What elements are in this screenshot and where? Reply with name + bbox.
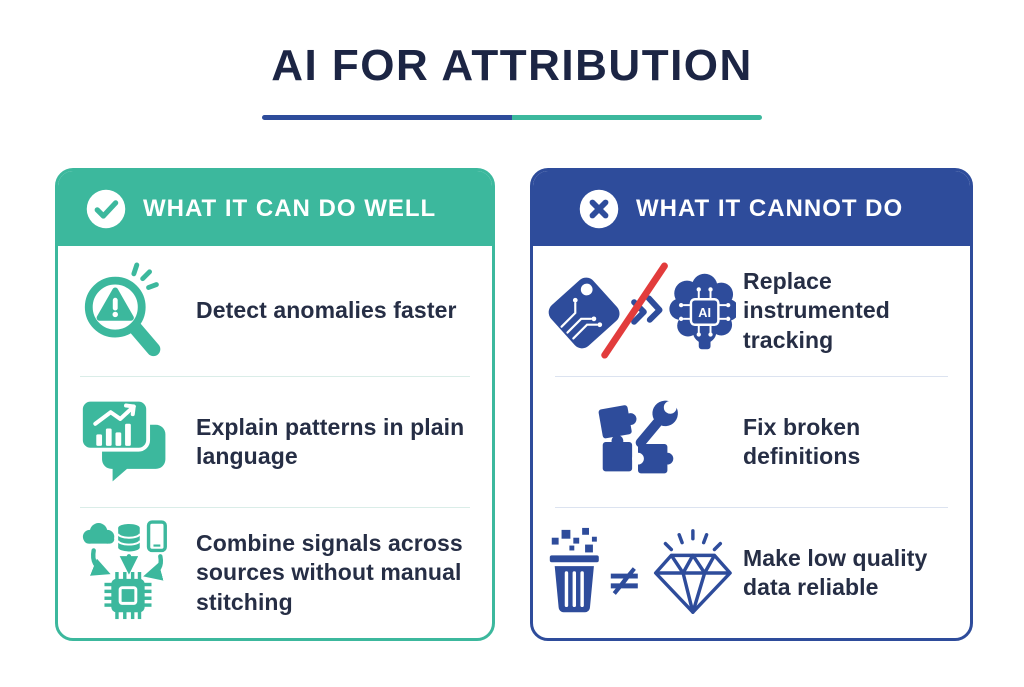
limitation-row-replace-tracking: AI Replace instrumented tracking	[533, 246, 970, 376]
limitation-row-fix-definitions: Fix broken definitions	[533, 377, 970, 507]
limitation-text: Fix broken definitions	[743, 413, 861, 469]
row-divider	[80, 507, 470, 508]
can-do-panel: WHAT IT CAN DO WELL	[55, 168, 495, 641]
capability-text: Explain patterns in plain language	[196, 413, 465, 469]
cannot-do-panel-title: WHAT IT CANNOT DO	[636, 194, 904, 222]
puzzle-wrench-icon	[533, 393, 743, 491]
trash-not-equal-diamond-icon: ≠	[533, 524, 743, 622]
row-divider	[555, 507, 948, 508]
capability-row-detect-anomalies: Detect anomalies faster	[58, 246, 492, 376]
limitation-text: Make low quality data reliable	[743, 544, 928, 600]
ai-chip-label: AI	[698, 305, 711, 320]
limitation-row-low-quality-data: ≠	[533, 508, 970, 638]
check-circle-icon	[85, 188, 127, 230]
title-underline	[262, 115, 762, 120]
chat-chart-icon	[58, 394, 196, 490]
cannot-do-panel: WHAT IT CANNOT DO	[530, 168, 973, 641]
underline-teal-segment	[512, 115, 762, 120]
anomaly-magnifier-icon	[58, 260, 196, 363]
cannot-do-panel-header: WHAT IT CANNOT DO	[533, 171, 970, 246]
page-title: AI FOR ATTRIBUTION	[271, 41, 753, 90]
circuit-tag-slash-ai-brain-icon: AI	[533, 262, 743, 360]
row-divider	[555, 376, 948, 377]
can-do-panel-body: Detect anomalies faster	[58, 246, 492, 638]
row-divider	[80, 376, 470, 377]
multi-source-chip-icon	[58, 520, 196, 626]
not-equal-symbol: ≠	[606, 556, 642, 606]
capability-row-combine-signals: Combine signals across sources without m…	[58, 508, 492, 638]
limitation-text: Replace instrumented tracking	[743, 267, 890, 353]
can-do-panel-title: WHAT IT CAN DO WELL	[143, 194, 437, 222]
cannot-do-panel-body: AI Replace instrumented tracking	[533, 246, 970, 638]
capability-text: Combine signals across sources without m…	[196, 529, 463, 615]
can-do-panel-header: WHAT IT CAN DO WELL	[58, 171, 492, 246]
capability-text: Detect anomalies faster	[196, 297, 457, 324]
capability-row-explain-patterns: Explain patterns in plain language	[58, 377, 492, 507]
x-circle-icon	[578, 188, 620, 230]
underline-blue-segment	[262, 115, 512, 120]
